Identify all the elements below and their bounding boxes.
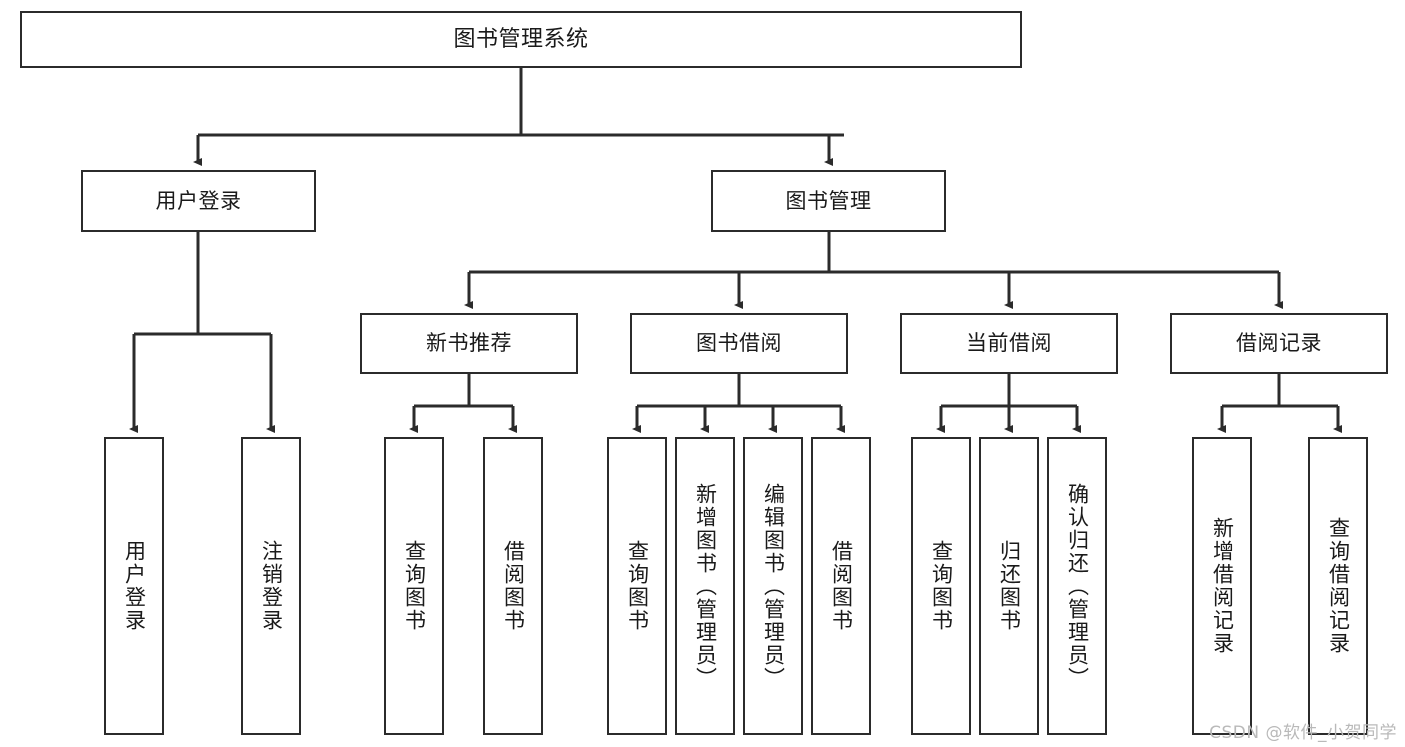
node-label: 归还图书 <box>997 540 1022 632</box>
node-label: 查询图书 <box>929 540 954 632</box>
leaf-recommend-query-book[interactable]: 查询图书 <box>384 437 444 735</box>
leaf-recommend-borrow-book[interactable]: 借阅图书 <box>483 437 543 735</box>
leaf-user-logout[interactable]: 注销登录 <box>241 437 301 735</box>
leaf-borrow-borrow-book[interactable]: 借阅图书 <box>811 437 871 735</box>
node-label: 编辑图书（管理员） <box>761 482 786 690</box>
node-label: 图书管理 <box>785 188 872 213</box>
node-book-management[interactable]: 图书管理 <box>711 170 946 232</box>
node-label: 用户登录 <box>122 540 147 632</box>
leaf-borrow-edit-book-admin[interactable]: 编辑图书（管理员） <box>743 437 803 735</box>
node-label: 借阅图书 <box>501 540 526 632</box>
leaf-current-query-book[interactable]: 查询图书 <box>911 437 971 735</box>
node-root-system[interactable]: 图书管理系统 <box>20 11 1022 68</box>
node-label: 查询图书 <box>625 540 650 632</box>
node-label: 新增借阅记录 <box>1210 517 1235 655</box>
leaf-current-confirm-return-admin[interactable]: 确认归还（管理员） <box>1047 437 1107 735</box>
leaf-borrow-add-book-admin[interactable]: 新增图书（管理员） <box>675 437 735 735</box>
node-label: 查询借阅记录 <box>1326 517 1351 655</box>
node-label: 新书推荐 <box>426 331 512 356</box>
node-book-borrow[interactable]: 图书借阅 <box>630 313 848 374</box>
node-label: 注销登录 <box>259 540 284 632</box>
node-new-book-recommend[interactable]: 新书推荐 <box>360 313 578 374</box>
leaf-user-login[interactable]: 用户登录 <box>104 437 164 735</box>
node-current-borrow[interactable]: 当前借阅 <box>900 313 1118 374</box>
node-borrow-record[interactable]: 借阅记录 <box>1170 313 1388 374</box>
node-label: 图书借阅 <box>696 331 782 356</box>
leaf-current-return-book[interactable]: 归还图书 <box>979 437 1039 735</box>
leaf-record-query-record[interactable]: 查询借阅记录 <box>1308 437 1368 735</box>
node-label: 图书管理系统 <box>453 26 589 52</box>
leaf-borrow-query-book[interactable]: 查询图书 <box>607 437 667 735</box>
node-label: 确认归还（管理员） <box>1065 482 1090 690</box>
node-label: 借阅图书 <box>829 540 854 632</box>
leaf-record-add-record[interactable]: 新增借阅记录 <box>1192 437 1252 735</box>
node-label: 新增图书（管理员） <box>693 482 718 690</box>
node-label: 借阅记录 <box>1236 331 1322 356</box>
node-label: 查询图书 <box>402 540 427 632</box>
node-label: 用户登录 <box>155 188 242 213</box>
node-label: 当前借阅 <box>966 331 1052 356</box>
node-user-login[interactable]: 用户登录 <box>81 170 316 232</box>
